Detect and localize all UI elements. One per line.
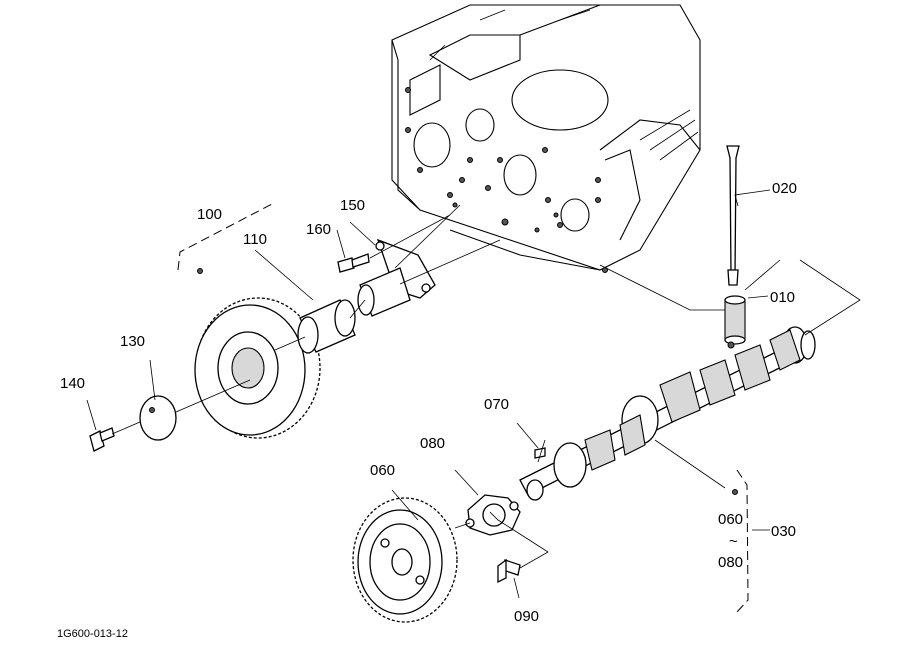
bolt-090 (497, 558, 521, 584)
group-brackets (177, 203, 749, 613)
label-020: 020 (772, 180, 797, 197)
label-110: 110 (243, 231, 267, 248)
thrust-plate (465, 494, 521, 536)
label-150: 150 (340, 197, 365, 214)
idle-gear-bushing (297, 299, 356, 354)
collar-130 (139, 395, 177, 441)
label-090: 090 (514, 608, 539, 625)
part-labels: 020 010 150 160 100 110 130 140 070 080 … (60, 180, 797, 625)
label-range-from: 060 (718, 511, 743, 528)
label-100: 100 (197, 206, 222, 223)
drawing-code: 1G600-013-12 (57, 628, 128, 640)
idle-gear (194, 297, 321, 439)
label-130: 130 (120, 333, 145, 350)
camshaft (519, 326, 816, 501)
bolt-160 (337, 253, 370, 273)
alignment-lines (111, 204, 861, 569)
label-080: 080 (420, 435, 445, 452)
label-030: 030 (771, 523, 796, 540)
bolt-140 (89, 427, 115, 452)
label-range-to: 080 (718, 554, 743, 571)
label-range-tilde: ~ (729, 533, 738, 550)
push-rod (726, 145, 740, 286)
label-070: 070 (484, 396, 509, 413)
label-140: 140 (60, 375, 85, 392)
idle-gear-shaft (357, 238, 436, 317)
engine-block (391, 4, 701, 273)
label-160: 160 (306, 221, 331, 238)
tappet (724, 295, 746, 349)
label-010: 010 (770, 289, 795, 306)
cam-gear (352, 497, 458, 623)
label-060: 060 (370, 462, 395, 479)
leader-lines (86, 189, 771, 599)
